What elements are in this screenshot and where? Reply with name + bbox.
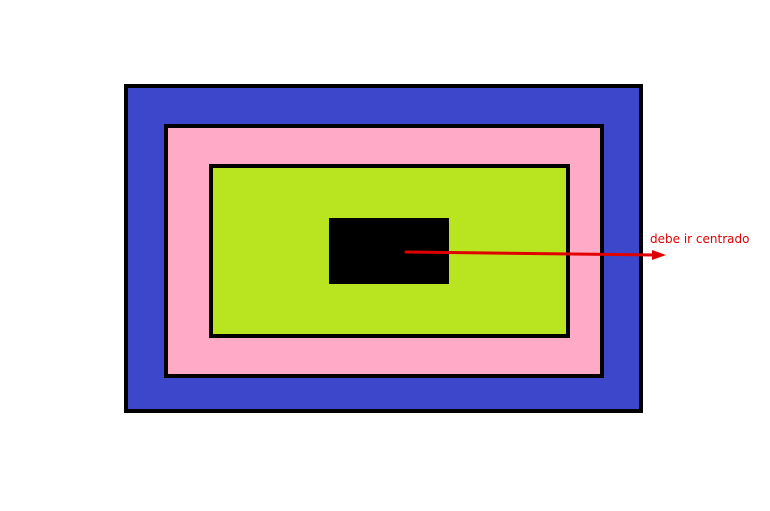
- annotation-label: debe ir centrado: [650, 232, 750, 246]
- arrow-head: [652, 250, 666, 260]
- center-block: [329, 218, 449, 284]
